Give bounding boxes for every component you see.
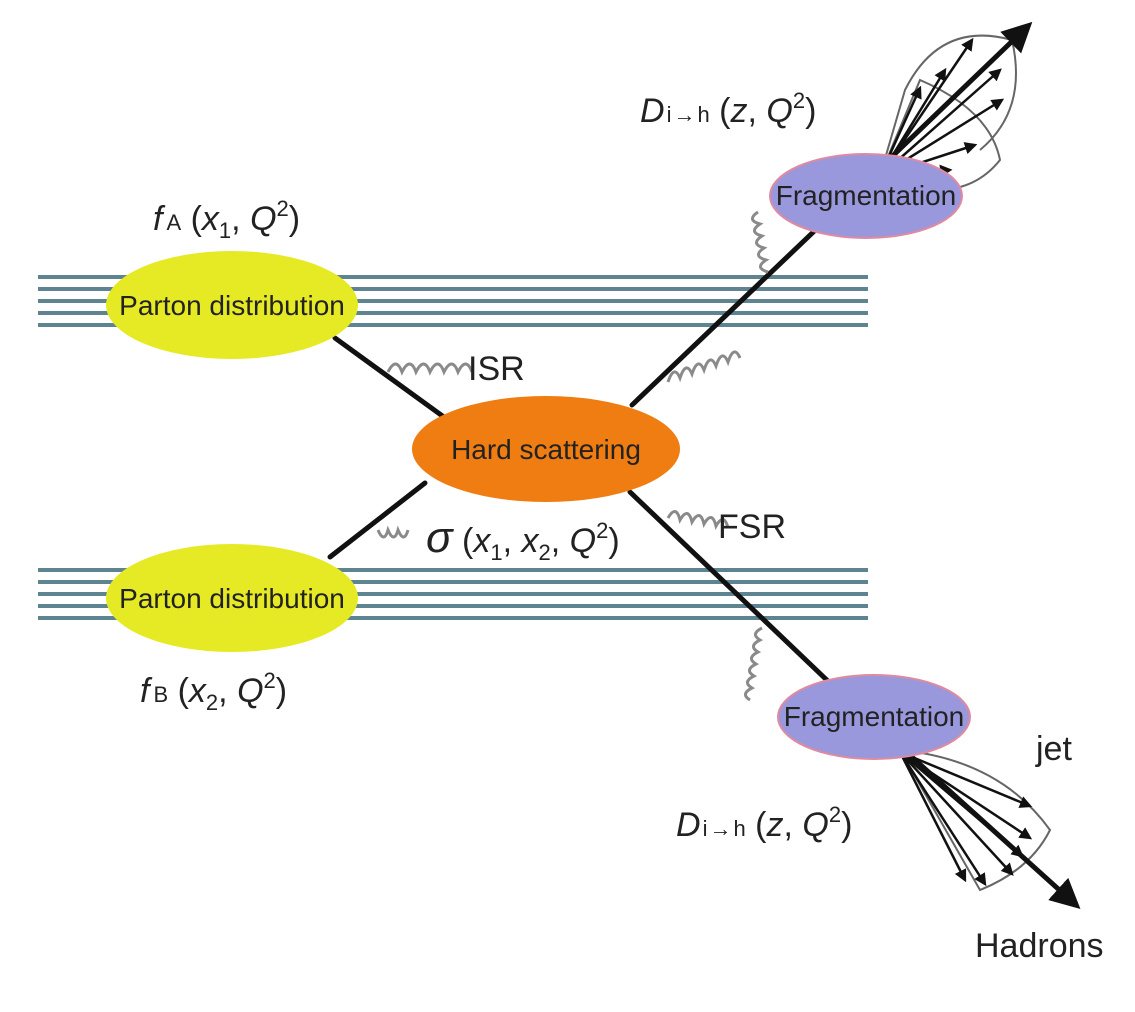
hard-scattering-node: Hard scattering (412, 396, 680, 502)
fragmentation-bottom-label: Fragmentation (784, 701, 965, 732)
fragmentation-top-label: Fragmentation (776, 180, 957, 211)
gluon-isr (386, 362, 474, 376)
label-hadrons: Hadrons (975, 927, 1104, 965)
formula-D-bottom: Di→h (z, Q2) (676, 802, 852, 844)
gluon-bottom-frag (744, 626, 764, 702)
parton-distribution-top-label: Parton distribution (119, 290, 345, 321)
parton-distribution-bottom-node: Parton distribution (106, 544, 358, 652)
gluon-sigma (376, 525, 410, 539)
gluon-fsr (666, 510, 730, 530)
hard-scattering-label: Hard scattering (451, 434, 641, 465)
gluon-top-right (666, 350, 742, 383)
parton-lines (327, 215, 835, 688)
label-isr: ISR (468, 350, 525, 388)
parton-distribution-bottom-label: Parton distribution (119, 583, 345, 614)
formula-D-top: Di→h (z, Q2) (640, 88, 816, 130)
bottom-jet-cone (899, 749, 1052, 892)
fragmentation-top-node: Fragmentation (769, 153, 963, 239)
label-jet: jet (1035, 730, 1072, 768)
formula-sigma: σ (x1, x2, Q2) (426, 513, 620, 565)
parton-distribution-top-node: Parton distribution (106, 251, 358, 359)
fragmentation-bottom-node: Fragmentation (777, 674, 971, 760)
gluon-top-frag (751, 210, 770, 274)
label-fsr: FSR (718, 508, 786, 546)
